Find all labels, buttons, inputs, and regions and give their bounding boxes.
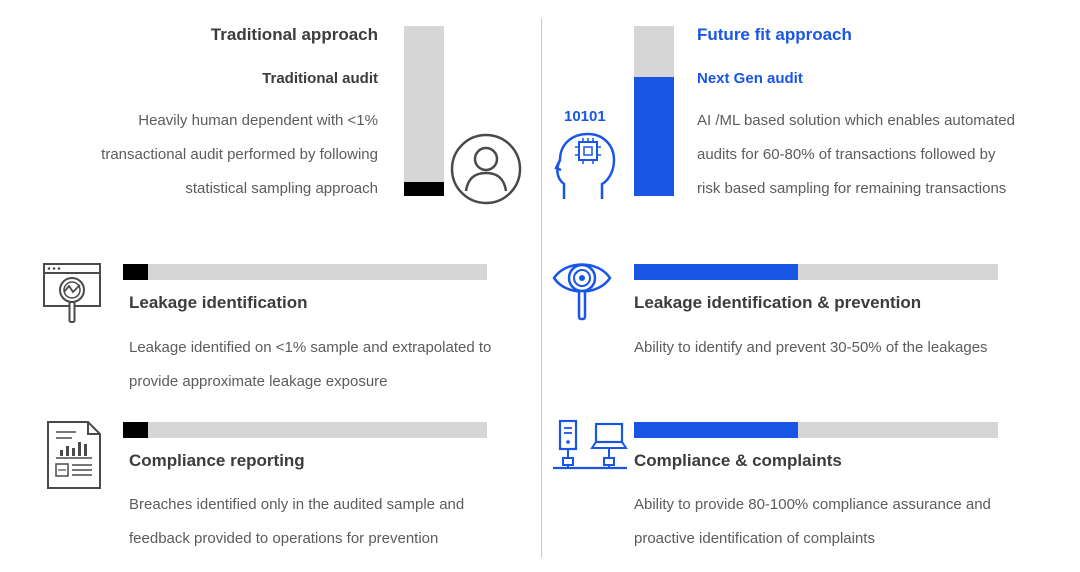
ai-head-icon: 10101 — [552, 104, 622, 204]
description-line: Leakage identified on <1% sample and ext… — [129, 339, 492, 356]
network-computers-icon — [552, 418, 628, 474]
compliance-complaints-title: Compliance & complaints — [634, 451, 842, 470]
description-line: Breaches identified only in the audited … — [129, 496, 465, 513]
binary-text: 10101 — [564, 108, 606, 125]
next-gen-audit-subtitle: Next Gen audit — [697, 70, 803, 87]
description-line: Heavily human dependent with <1% — [138, 112, 378, 129]
description-line: audits for 60-80% of transactions follow… — [697, 146, 996, 163]
description-line: statistical sampling approach — [185, 180, 378, 197]
next-gen-description: AI /ML based solution which enables auto… — [697, 104, 1067, 206]
leakage-prevention-fill — [634, 264, 798, 280]
leakage-identification-description: Leakage identified on <1% sample and ext… — [129, 331, 539, 399]
person-icon — [450, 133, 522, 205]
leakage-prevention-description: Ability to identify and prevent 30-50% o… — [634, 331, 1064, 365]
next-gen-level-fill — [634, 77, 674, 196]
compliance-reporting-bar — [123, 422, 487, 438]
description-line: AI /ML based solution which enables auto… — [697, 112, 1015, 129]
description-line: risk based sampling for remaining transa… — [697, 180, 1007, 197]
compliance-reporting-description: Breaches identified only in the audited … — [129, 488, 539, 556]
traditional-level-fill — [404, 182, 444, 196]
compliance-reporting-fill — [123, 422, 149, 438]
compliance-complaints-bar — [634, 422, 998, 438]
eye-magnifier-icon — [552, 258, 614, 324]
future-fit-title: Future fit approach — [697, 25, 852, 44]
compliance-complaints-fill — [634, 422, 798, 438]
leakage-prevention-title: Leakage identification & prevention — [634, 293, 922, 312]
traditional-audit-subtitle: Traditional audit — [262, 70, 378, 87]
analytics-magnifier-icon — [42, 262, 104, 326]
description-line: Ability to identify and prevent 30-50% o… — [634, 339, 988, 356]
description-line: transactional audit performed by followi… — [101, 146, 378, 163]
description-line: Ability to provide 80-100% compliance as… — [634, 496, 991, 513]
leakage-identification-bar — [123, 264, 487, 280]
compliance-reporting-title: Compliance reporting — [129, 451, 305, 470]
center-divider — [541, 18, 542, 558]
leakage-prevention-bar — [634, 264, 998, 280]
leakage-identification-title: Leakage identification — [129, 293, 308, 312]
next-gen-level-bar — [634, 26, 674, 196]
report-document-icon — [46, 420, 102, 490]
description-line: feedback provided to operations for prev… — [129, 530, 439, 547]
leakage-identification-fill — [123, 264, 149, 280]
traditional-approach-title: Traditional approach — [210, 25, 378, 44]
traditional-description: Heavily human dependent with <1% transac… — [40, 104, 378, 206]
description-line: provide approximate leakage exposure — [129, 373, 388, 390]
description-line: proactive identification of complaints — [634, 530, 875, 547]
compliance-complaints-description: Ability to provide 80-100% compliance as… — [634, 488, 1064, 556]
traditional-level-bar — [404, 26, 444, 196]
